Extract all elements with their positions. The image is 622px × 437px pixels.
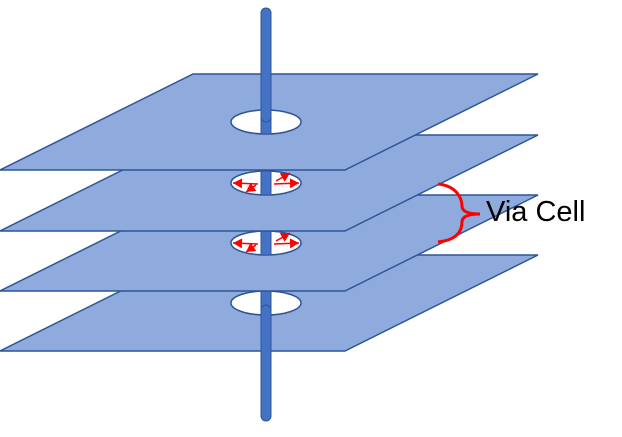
arrow-head: [289, 238, 299, 249]
arrow-head: [246, 242, 257, 252]
arrow-head: [233, 238, 243, 249]
via-rod-segment-3: [260, 230, 272, 256]
via-cell-brace: [437, 182, 481, 244]
via-rod-segment-2: [260, 170, 272, 196]
arrow-head: [233, 178, 243, 189]
arrow-head: [279, 173, 290, 182]
field-arrows-3: [232, 232, 300, 253]
via-cell-label: Via Cell: [486, 196, 586, 228]
arrow-head: [279, 233, 290, 242]
arrow-head: [246, 182, 257, 192]
via-rod-top: [260, 7, 272, 123]
arrow-head: [289, 178, 299, 189]
via-rod-bottom: [260, 304, 272, 422]
field-arrows-2: [232, 172, 300, 193]
